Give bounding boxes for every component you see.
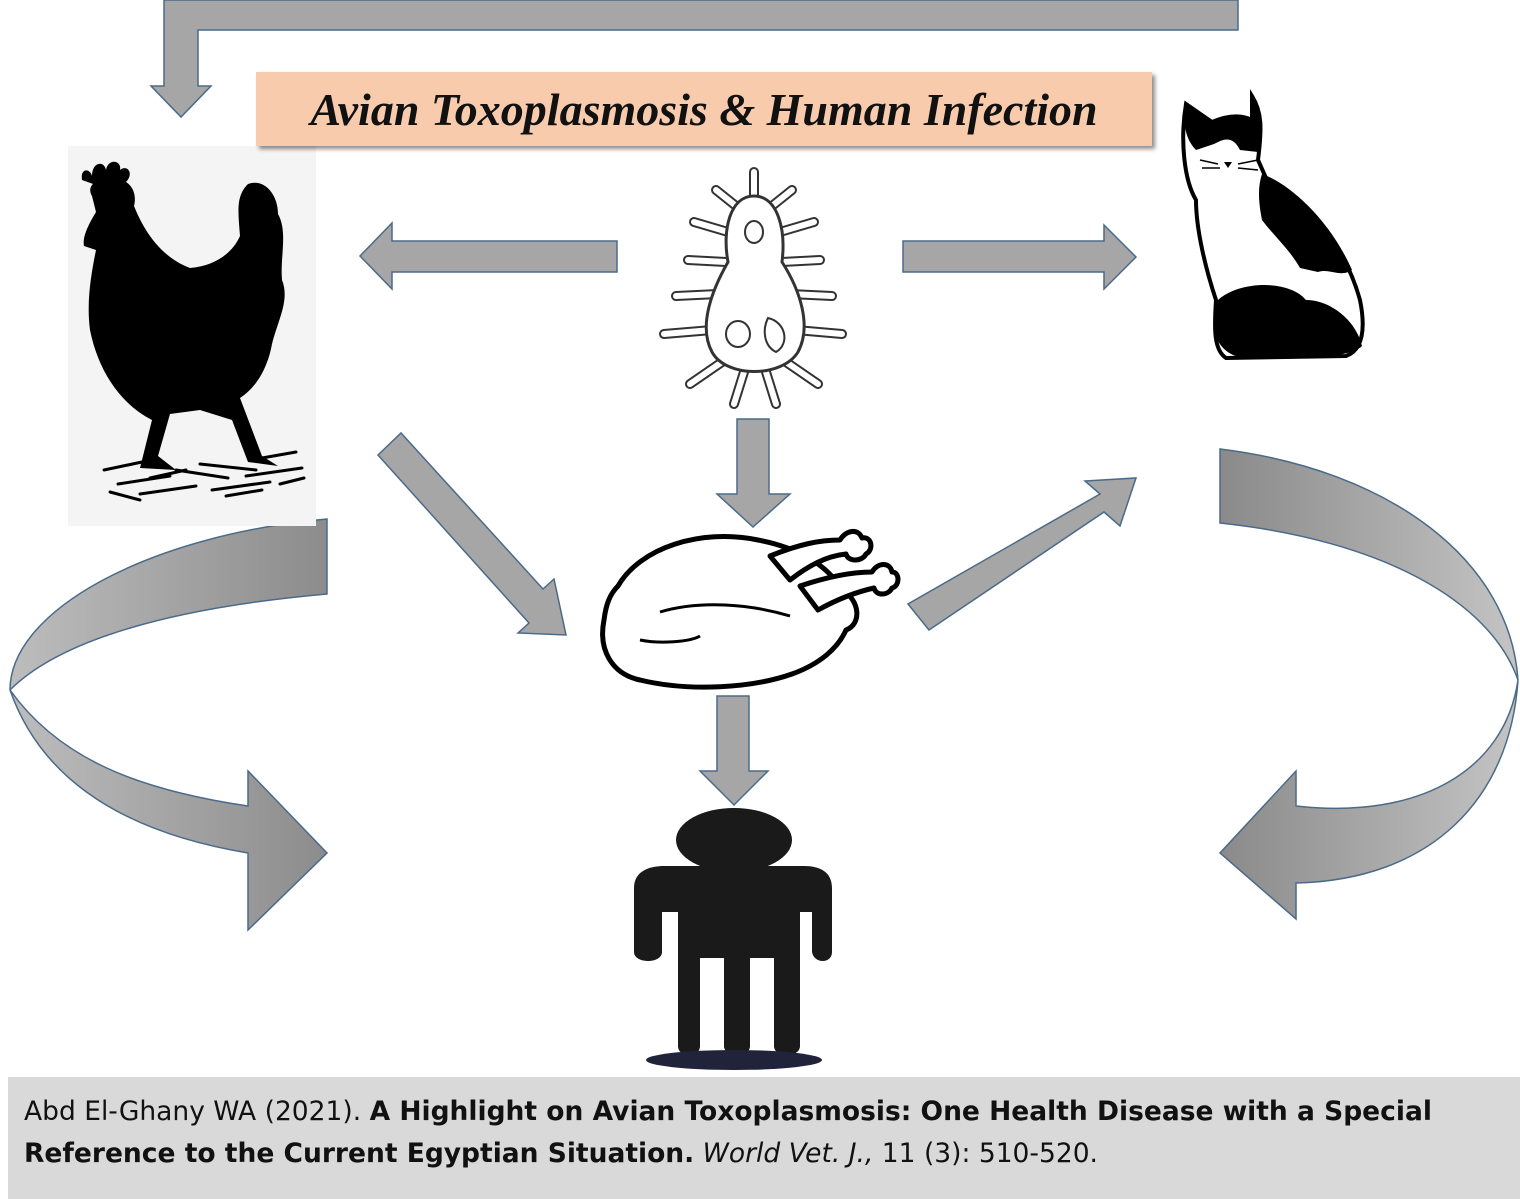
human-icon: [634, 808, 832, 1070]
arrow-cat-to-chicken: [149, 0, 1239, 119]
arrow-parasite-to-cat: [902, 223, 1138, 291]
raw-poultry-carcass-icon: [600, 529, 901, 690]
cat-icon: [1181, 89, 1365, 361]
curved-arrow-chicken-to-human: [9, 518, 329, 932]
toxoplasma-parasite-icon: [659, 167, 847, 409]
arrow-parasite-to-chicken: [358, 221, 618, 291]
citation-journal: World Vet. J.,: [702, 1138, 874, 1169]
arrow-parasite-to-meat: [715, 418, 792, 529]
citation-authors: Abd El-Ghany WA (2021).: [24, 1096, 370, 1127]
citation-volume: 11 (3): 510-520.: [873, 1138, 1098, 1169]
citation-box: Abd El-Ghany WA (2021). A Highlight on A…: [8, 1077, 1520, 1199]
diagram-title: Avian Toxoplasmosis & Human Infection: [310, 83, 1098, 135]
chicken-icon: [68, 146, 316, 526]
curved-arrow-cat-to-human: [1218, 448, 1519, 921]
arrow-meat-to-cat: [906, 477, 1138, 632]
title-banner: Avian Toxoplasmosis & Human Infection: [256, 72, 1152, 146]
arrow-chicken-to-meat: [376, 431, 567, 636]
arrow-meat-to-human: [698, 695, 770, 807]
citation-article-title: A Highlight on Avian Toxoplasmosis: One …: [24, 1096, 1432, 1169]
